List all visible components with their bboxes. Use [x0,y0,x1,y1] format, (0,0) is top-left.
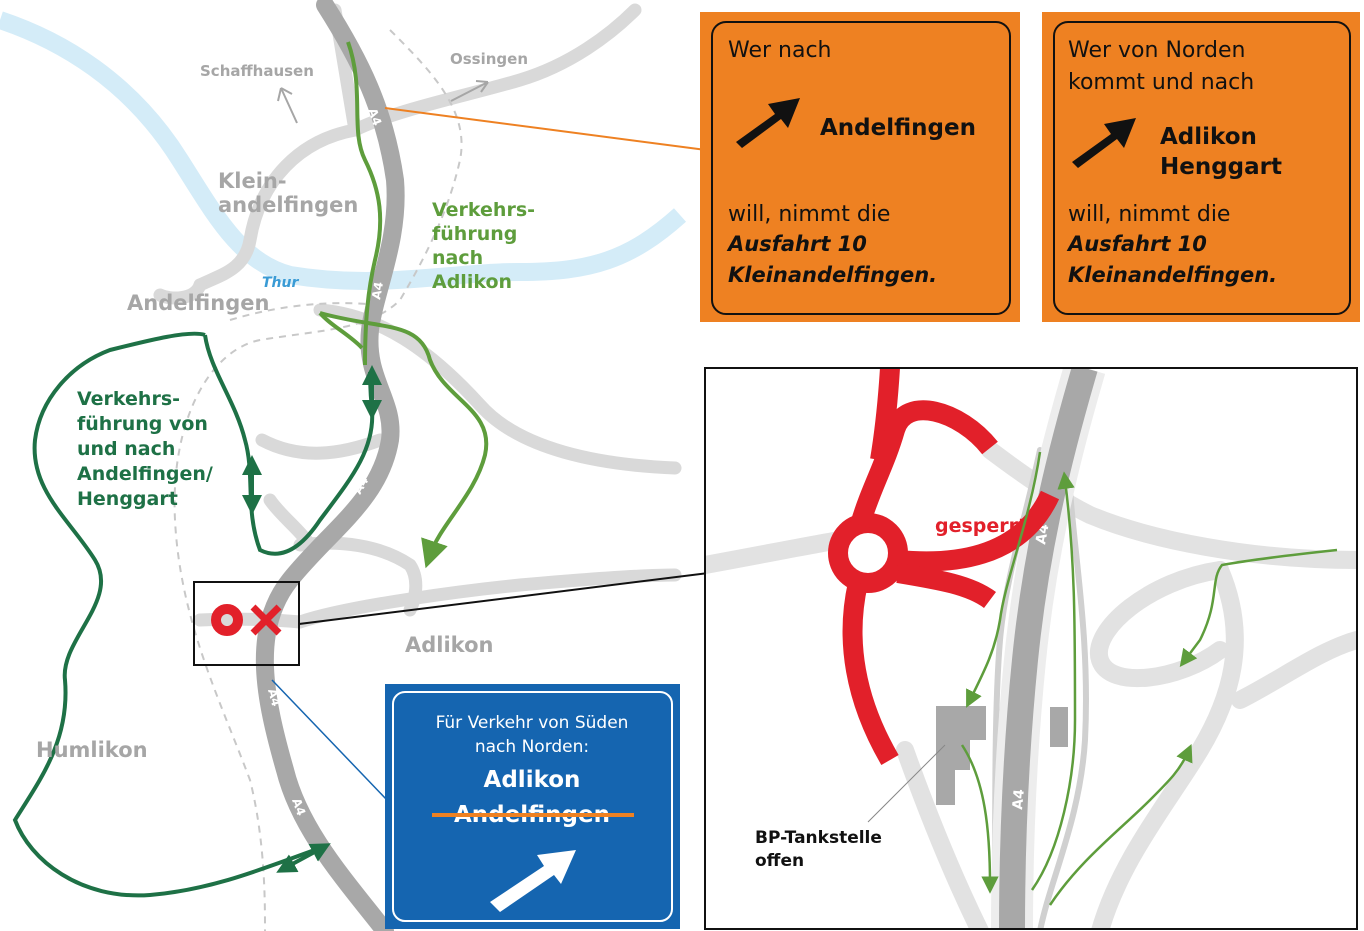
svg-text:Adlikon: Adlikon [484,767,581,793]
motorway-a4 [255,0,405,931]
sign-north-andelfingen: Wer nach Andelfingen will, nimmt die Aus… [700,12,1020,322]
label-ossingen: Ossingen [450,50,528,68]
label-andelfingen: Andelfingen [127,291,269,315]
svg-text:Andelfingen: Andelfingen [820,115,976,141]
closed-roundabout [828,368,1060,766]
arrow-right-up-icon [490,850,576,912]
road-network [153,3,682,629]
label-petrol-station-2: offen [755,851,804,871]
svg-text:will, nimmt die: will, nimmt die [728,202,890,227]
svg-text:Wer von Norden: Wer von Norden [1068,38,1245,63]
label-petrol-station-1: BP-Tankstelle [755,828,882,848]
svg-text:Ausfahrt 10: Ausfahrt 10 [726,232,867,256]
railway [173,29,463,931]
a4-label: A4 [265,687,283,708]
a4-label: A4 [369,281,386,301]
svg-text:Adlikon: Adlikon [432,271,512,293]
sign-south: Für Verkehr von Süden nach Norden: Adlik… [385,684,680,929]
arrow-schaffhausen-icon [277,87,298,124]
label-adlikon: Adlikon [405,633,493,657]
route-andelfingen-henggart [12,331,321,898]
connector-sign-north [384,107,707,151]
arrow-right-up-icon [736,98,800,148]
svg-text:will, nimmt die: will, nimmt die [1068,202,1230,227]
arrow-right-up-icon [1072,118,1136,168]
svg-text:Für Verkehr von Süden: Für Verkehr von Süden [436,713,629,733]
petrol-station [936,706,1068,805]
svg-text:Verkehrs-: Verkehrs- [77,388,180,410]
svg-text:Wer nach: Wer nach [728,38,832,63]
closed-cross-icon [250,604,282,636]
svg-text:führung: führung [432,223,517,245]
svg-text:kommt und nach: kommt und nach [1068,70,1254,95]
label-schaffhausen: Schaffhausen [200,62,314,80]
river-thur [0,11,687,290]
sign-north-adlikon-henggart: Wer von Norden kommt und nach Adlikon He… [1042,12,1360,322]
overview-map: A4 A4 A4 A4 A4 Schaffhausen Ossingen Kle… [0,0,798,931]
detail-map: A4 A4 gesperrt BP-Tankstelle offen [704,367,1358,930]
svg-text:Kleinandelfingen.: Kleinandelfingen. [1068,263,1277,287]
connector-sign-south [271,679,388,801]
label-kleinandelfingen-1: Klein- [218,169,287,193]
route-to-adlikon [346,41,383,366]
svg-text:Andelfingen/: Andelfingen/ [77,463,213,485]
detail-green-routes [960,451,1338,906]
label-kleinandelfingen-2: andelfingen [218,193,358,217]
a4-label: A4 [289,796,308,817]
label-humlikon: Humlikon [36,738,148,762]
svg-text:nach: nach [432,247,483,269]
arrow-ossingen-icon [450,80,489,102]
label-route-andelfingen: Verkehrs- führung von und nach Andelfing… [77,388,213,510]
label-route-adlikon: Verkehrs- führung nach Adlikon [432,199,535,293]
svg-text:und nach: und nach [77,438,175,460]
label-closed: gesperrt [935,515,1027,537]
detail-a4-label: A4 [1010,788,1028,810]
svg-text:Henggart: Henggart [77,488,178,510]
a4-label: A4 [365,106,384,127]
svg-text:Adlikon: Adlikon [1160,124,1257,150]
svg-text:Henggart: Henggart [1160,154,1282,180]
label-thur: Thur [262,275,299,291]
svg-text:Kleinandelfingen.: Kleinandelfingen. [728,263,937,287]
svg-text:Verkehrs-: Verkehrs- [432,199,535,221]
svg-text:Ausfahrt 10: Ausfahrt 10 [1066,232,1207,256]
callout-line [867,744,946,823]
roundabout-icon [211,604,243,636]
svg-text:führung von: führung von [77,413,208,435]
svg-text:nach Norden:: nach Norden: [475,737,589,757]
